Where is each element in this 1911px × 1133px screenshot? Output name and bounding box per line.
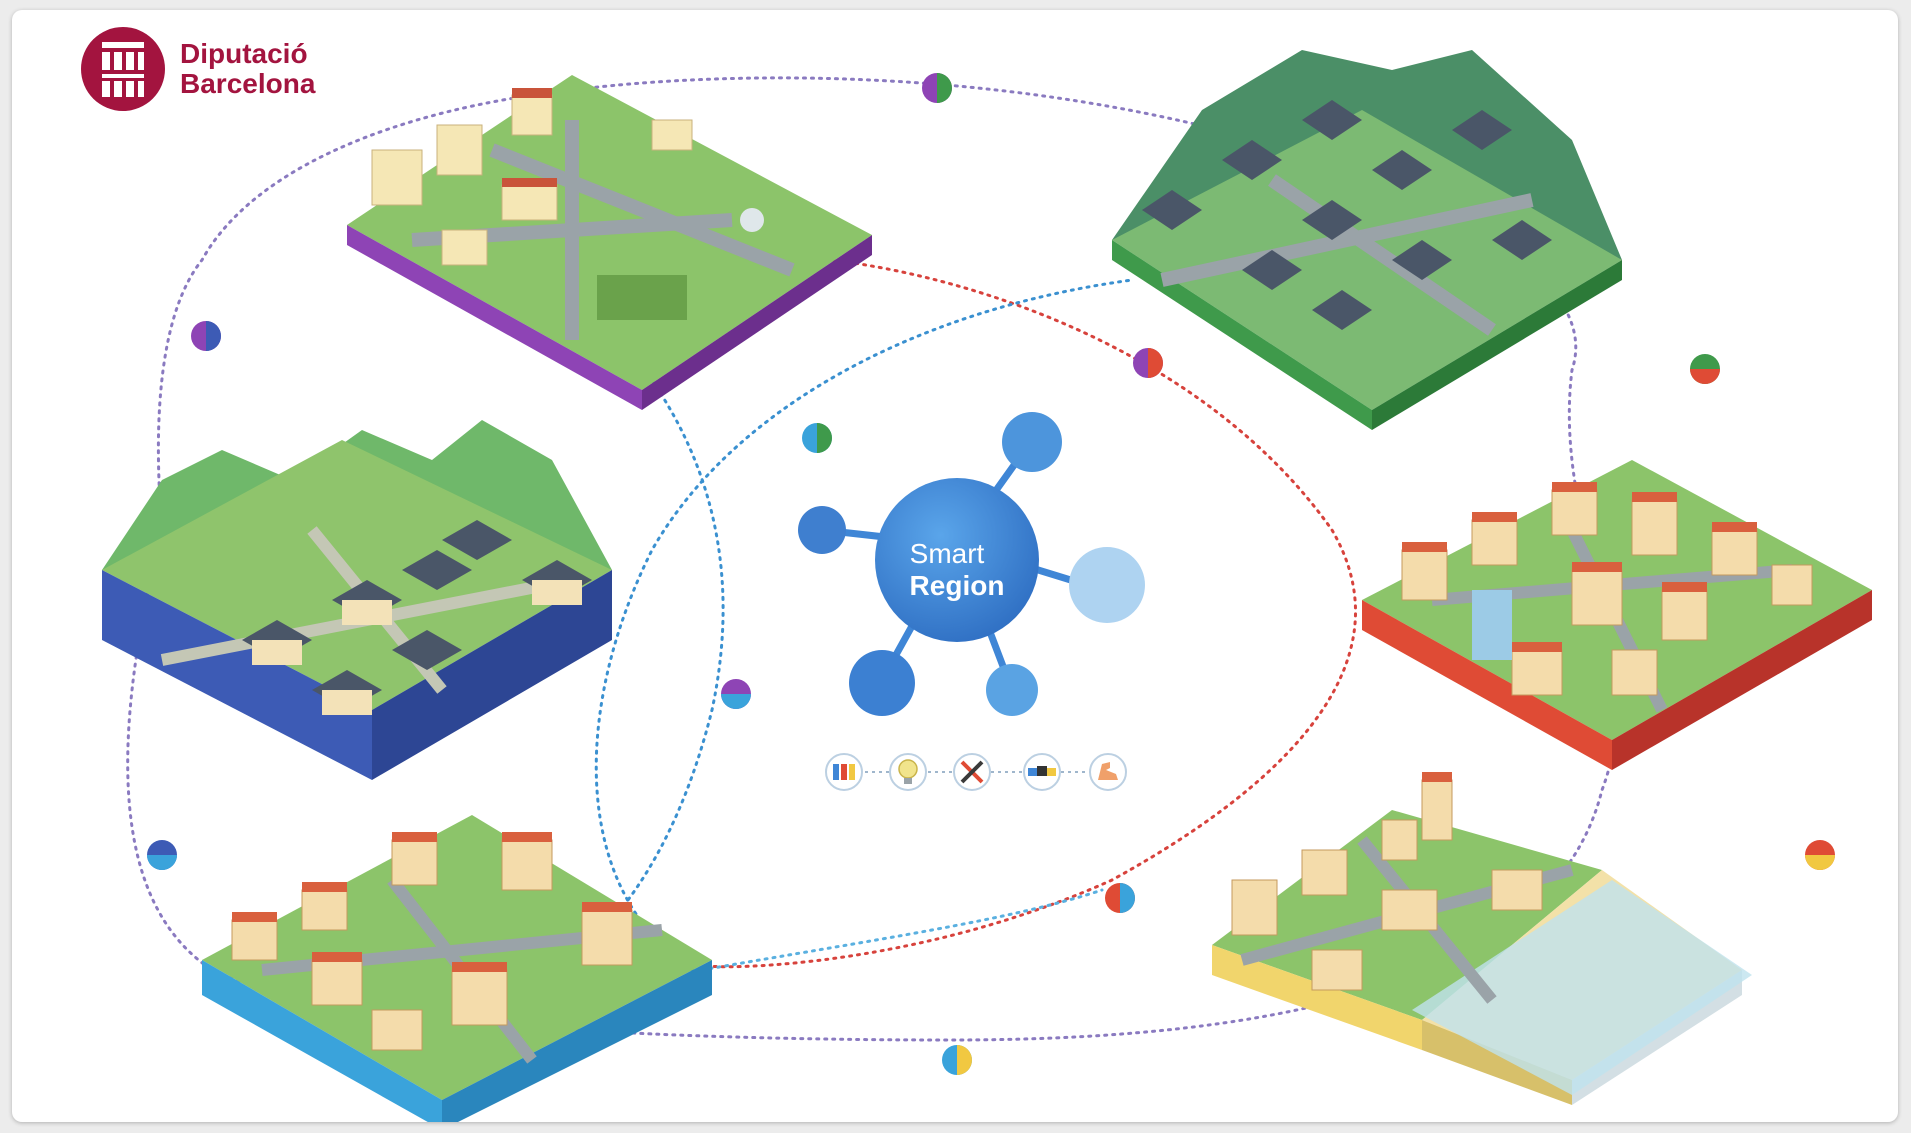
connector-dot: [942, 1045, 972, 1075]
connector-dot: [1805, 840, 1835, 870]
lightbulb-icon: [889, 753, 927, 791]
connector-dot: [147, 840, 177, 870]
connector-dot: [802, 423, 832, 453]
connector-dots: [147, 73, 1835, 1075]
brand-logo: Diputació Barcelona: [80, 26, 315, 112]
territory-tile-blue-village: [102, 420, 612, 780]
smart-region-hub: Smart Region: [798, 412, 1145, 716]
people-icon: [825, 753, 863, 791]
territory-tile-coastal-town: [1212, 772, 1752, 1105]
satellite-node: [1069, 547, 1145, 623]
territory-tile-red-town: [1362, 460, 1872, 770]
smart-region-diagram: Smart Region: [102, 50, 1872, 1122]
brand-name-line2: Barcelona: [180, 68, 316, 99]
connector-dot: [1133, 348, 1163, 378]
connector-dot: [922, 73, 952, 103]
tools-icon: [953, 753, 991, 791]
satellite-node: [798, 506, 846, 554]
hub-label-line1: Smart: [910, 538, 985, 569]
satellite-node: [1002, 412, 1062, 472]
value-icons-row: [825, 753, 1127, 791]
connector-dot: [191, 321, 221, 351]
territory-tile-purple-town: [347, 75, 872, 410]
connection-blue-to-green: [594, 278, 1134, 972]
territory-tile-lightblue-town: [202, 815, 712, 1122]
satellite-node: [849, 650, 915, 716]
connector-dot: [721, 679, 751, 709]
infographic-frame: Smart Region: [12, 10, 1898, 1122]
strength-icon: [1089, 753, 1127, 791]
connection-network: [126, 76, 1618, 1042]
diputacio-seal-icon: [81, 27, 165, 111]
connection-outer-loop: [126, 76, 1618, 1042]
hub-center-node: [875, 478, 1039, 642]
connector-dot: [1690, 354, 1720, 384]
satellite-node: [986, 664, 1038, 716]
connection-purple-to-lightblue: [570, 328, 725, 962]
handshake-icon: [1023, 753, 1061, 791]
connection-purple-to-red: [700, 258, 1357, 969]
hub-label-line2: Region: [910, 570, 1005, 601]
brand-name-line1: Diputació: [180, 38, 308, 69]
connection-bottom-center: [700, 888, 1104, 972]
territory-tile-green-village: [1112, 50, 1622, 430]
connector-dot: [1105, 883, 1135, 913]
